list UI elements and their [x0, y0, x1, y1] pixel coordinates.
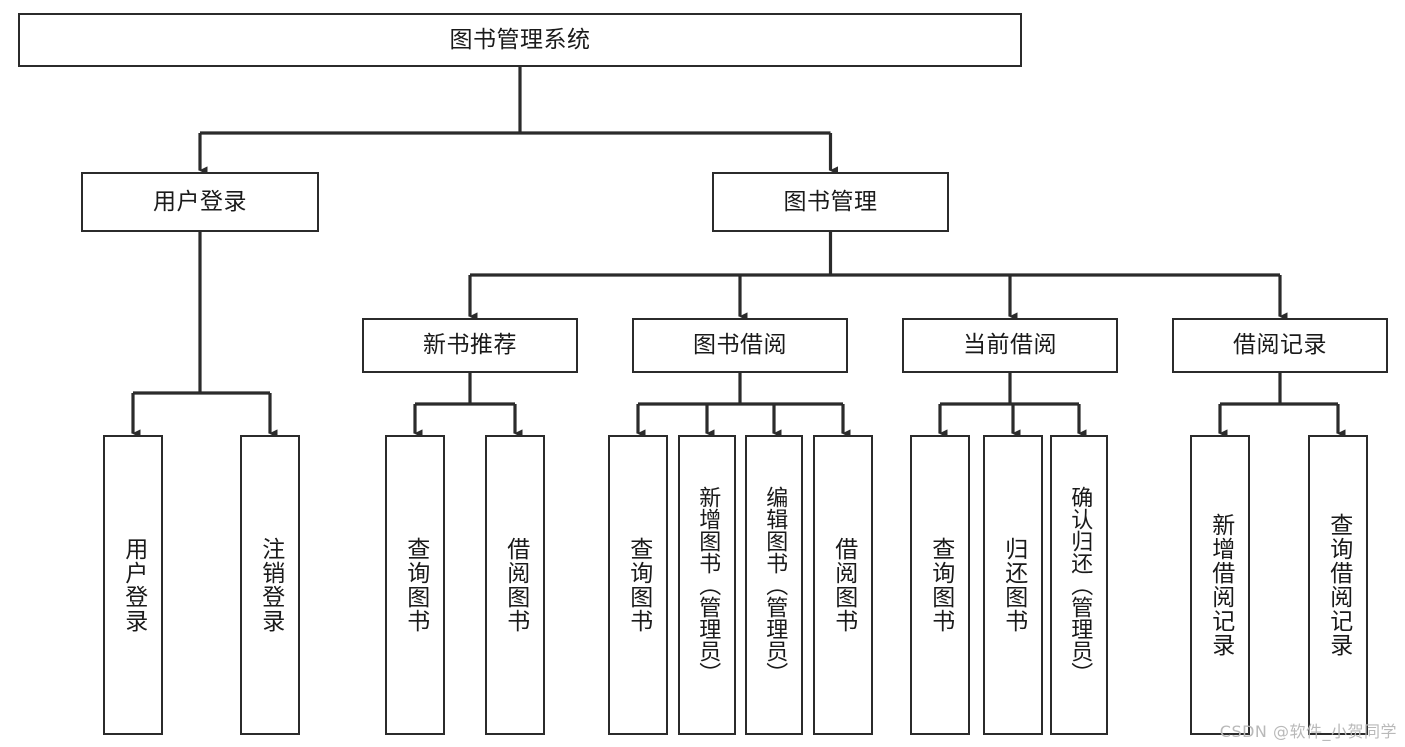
node-root-label: 图书管理系统: [449, 26, 591, 53]
node-leaf-borrow-book-2-label: 借阅图书: [830, 537, 857, 633]
node-book-borrow[interactable]: 图书借阅: [632, 318, 848, 373]
node-leaf-logout-login[interactable]: 注销登录: [240, 435, 300, 735]
node-leaf-edit-book-admin[interactable]: 编辑图书（管理员）: [745, 435, 803, 735]
node-book-management[interactable]: 图书管理: [712, 172, 949, 232]
node-leaf-query-book-3[interactable]: 查询图书: [910, 435, 970, 735]
node-leaf-add-borrow-record-label: 新增借阅记录: [1207, 513, 1234, 657]
node-leaf-add-book-admin-label: 新增图书（管理员）: [695, 486, 721, 684]
node-leaf-logout-login-label: 注销登录: [257, 537, 284, 633]
node-leaf-confirm-return-admin-label: 确认归还（管理员）: [1067, 486, 1093, 684]
node-leaf-borrow-book-1-label: 借阅图书: [502, 537, 529, 633]
node-leaf-add-book-admin[interactable]: 新增图书（管理员）: [678, 435, 736, 735]
node-new-book-recommend[interactable]: 新书推荐: [362, 318, 578, 373]
node-leaf-return-book-label: 归还图书: [1000, 537, 1027, 633]
node-leaf-confirm-return-admin[interactable]: 确认归还（管理员）: [1050, 435, 1108, 735]
node-leaf-query-borrow-record-label: 查询借阅记录: [1325, 513, 1352, 657]
node-leaf-borrow-book-1[interactable]: 借阅图书: [485, 435, 545, 735]
node-book-borrow-label: 图书借阅: [693, 332, 787, 359]
node-root[interactable]: 图书管理系统: [18, 13, 1022, 67]
node-borrow-record[interactable]: 借阅记录: [1172, 318, 1388, 373]
node-leaf-query-book-2-label: 查询图书: [625, 537, 652, 633]
node-user-login[interactable]: 用户登录: [81, 172, 319, 232]
node-leaf-user-login-label: 用户登录: [120, 537, 147, 633]
node-leaf-add-borrow-record[interactable]: 新增借阅记录: [1190, 435, 1250, 735]
node-leaf-borrow-book-2[interactable]: 借阅图书: [813, 435, 873, 735]
csdn-watermark: CSDN @软件_小贺同学: [1219, 722, 1397, 741]
node-leaf-query-book-3-label: 查询图书: [927, 537, 954, 633]
node-current-borrow-label: 当前借阅: [963, 332, 1057, 359]
node-leaf-user-login[interactable]: 用户登录: [103, 435, 163, 735]
node-user-login-label: 用户登录: [153, 188, 247, 215]
node-leaf-query-book-1[interactable]: 查询图书: [385, 435, 445, 735]
node-leaf-query-book-1-label: 查询图书: [402, 537, 429, 633]
node-new-book-recommend-label: 新书推荐: [423, 332, 517, 359]
node-leaf-query-borrow-record[interactable]: 查询借阅记录: [1308, 435, 1368, 735]
node-leaf-edit-book-admin-label: 编辑图书（管理员）: [762, 486, 788, 684]
node-borrow-record-label: 借阅记录: [1233, 332, 1327, 359]
node-leaf-return-book[interactable]: 归还图书: [983, 435, 1043, 735]
node-book-management-label: 图书管理: [783, 188, 878, 215]
node-current-borrow[interactable]: 当前借阅: [902, 318, 1118, 373]
node-leaf-query-book-2[interactable]: 查询图书: [608, 435, 668, 735]
